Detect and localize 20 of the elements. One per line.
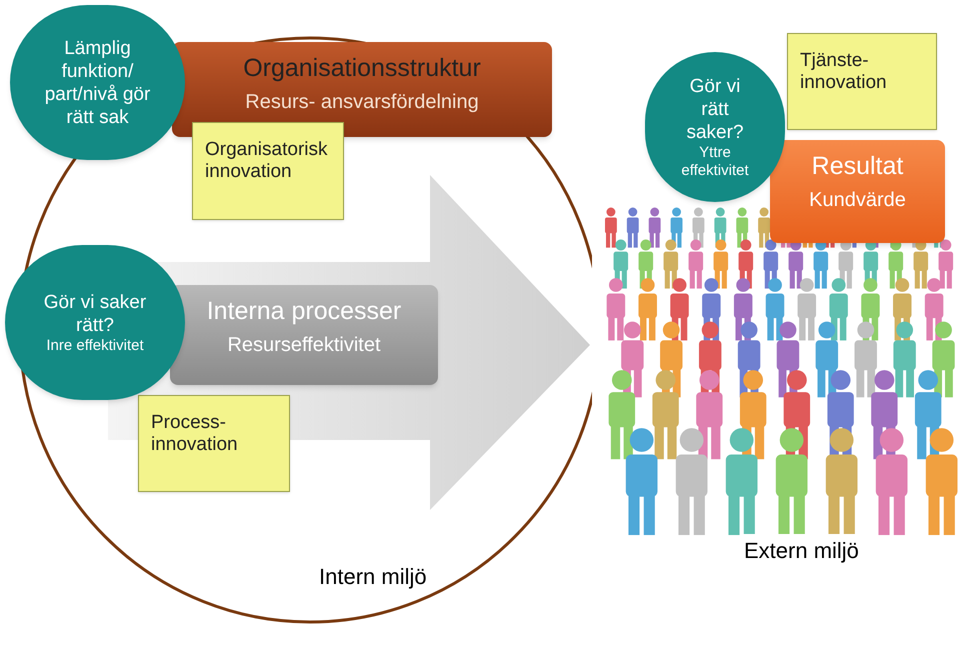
circle-subtext: Inre effektivitet (46, 336, 144, 354)
box-title: Interna processer (206, 297, 402, 325)
process-box (770, 140, 945, 243)
note-text: Organisatorisk innovation (205, 139, 328, 183)
box-subtitle: Resurseffektivitet (227, 333, 381, 357)
note-text: Tjänste- innovation (800, 50, 888, 94)
box-subtitle: Kundvärde (809, 188, 906, 212)
circle-text: Gör vi rätt saker? (685, 74, 745, 144)
process-box (172, 42, 552, 137)
sticky-note (192, 122, 344, 220)
box-title: Organisationsstruktur (243, 54, 481, 82)
circle-subtext: Yttre effektivitet (680, 144, 750, 180)
box-subtitle: Resurs- ansvarsfördelning (245, 90, 479, 114)
box-title: Resultat (812, 152, 904, 180)
circle-text: Lämplig funktion/ part/nivå gör rätt sak (44, 36, 152, 128)
circle-text: Gör vi saker rätt? (42, 290, 148, 336)
sticky-note (138, 395, 290, 492)
sticky-note (787, 33, 937, 130)
note-text: Process- innovation (151, 412, 239, 456)
process-box (170, 285, 438, 385)
